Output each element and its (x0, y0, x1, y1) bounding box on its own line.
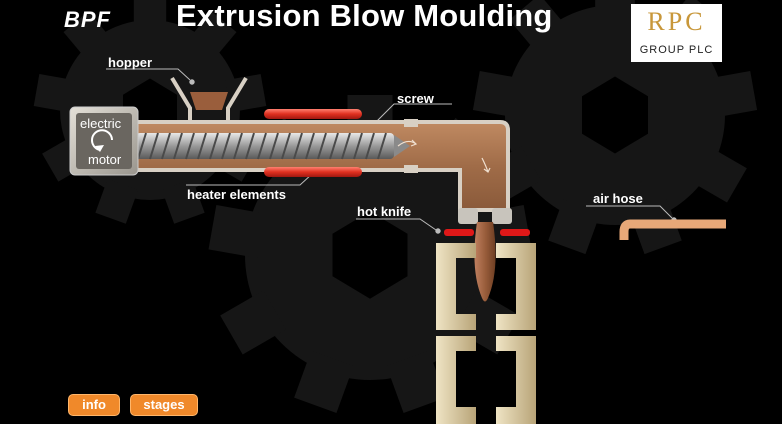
parison (474, 222, 496, 302)
rpc-logo-letters: RPC (647, 7, 706, 36)
flow-arrow-icons (397, 139, 491, 173)
air-hose (619, 219, 726, 240)
hot-knife (444, 229, 530, 236)
label-screw: screw (397, 91, 434, 106)
electric-motor (69, 106, 139, 176)
label-heater-elements: heater elements (187, 187, 286, 202)
label-air-hose: air hose (593, 191, 643, 206)
rpc-logo: RPC GROUP PLC (631, 4, 722, 62)
rpc-logo-subtitle: GROUP PLC (639, 44, 714, 56)
label-motor: motor (88, 152, 122, 167)
heater-elements (264, 109, 362, 177)
die-head (458, 208, 512, 224)
stages-button[interactable]: stages (130, 394, 198, 416)
label-hopper: hopper (108, 55, 153, 70)
screw (136, 132, 410, 160)
mould-bottom (436, 336, 536, 424)
bpf-logo: BPF (64, 8, 111, 30)
svg-text:BPF: BPF (64, 8, 111, 30)
page-title: Extrusion Blow Moulding (176, 0, 553, 33)
label-hot-knife: hot knife (357, 204, 412, 219)
info-button[interactable]: info (68, 394, 120, 416)
label-electric: electric (80, 116, 122, 131)
mould-top (436, 243, 536, 330)
